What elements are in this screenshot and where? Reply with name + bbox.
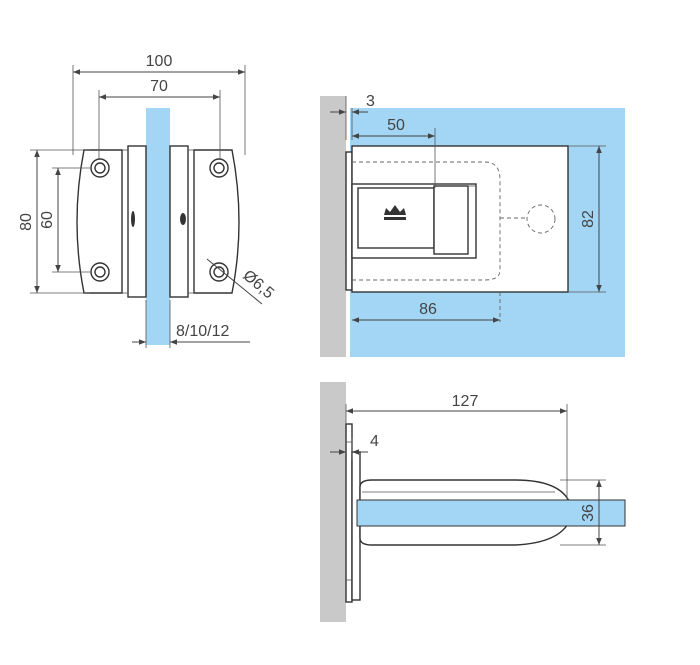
front-left-clamp bbox=[127, 145, 147, 298]
side-view: 3 50 86 82 bbox=[320, 93, 625, 357]
dim-height: 80 bbox=[18, 213, 35, 231]
dim-thickness: 36 bbox=[580, 504, 597, 522]
front-right-clamp bbox=[169, 145, 189, 298]
dim-length: 127 bbox=[452, 393, 479, 410]
crown-logo-icon bbox=[384, 205, 406, 220]
dim-hole-height: 60 bbox=[39, 211, 56, 229]
dim-wall-gap: 3 bbox=[366, 93, 375, 110]
dim-hole-diameter: Ø6,5 bbox=[239, 267, 277, 302]
dim-body-length: 86 bbox=[419, 301, 437, 318]
screw-hole-icon bbox=[90, 158, 229, 282]
front-glass bbox=[146, 108, 170, 345]
top-wall bbox=[320, 382, 346, 622]
front-right-plate bbox=[193, 149, 240, 294]
dim-hole-spacing: 70 bbox=[150, 78, 168, 95]
side-wall bbox=[320, 96, 346, 357]
top-glass bbox=[356, 499, 626, 527]
dim-inner-width: 50 bbox=[387, 117, 405, 134]
dim-plate: 4 bbox=[370, 433, 379, 450]
front-view: 100 70 80 60 Ø6,5 8/10/12 bbox=[18, 53, 277, 348]
dim-total-width: 100 bbox=[146, 53, 173, 70]
top-view: 127 4 36 bbox=[320, 382, 626, 622]
dim-glass-thickness: 8/10/12 bbox=[176, 323, 229, 340]
dim-body-height: 82 bbox=[580, 210, 597, 228]
